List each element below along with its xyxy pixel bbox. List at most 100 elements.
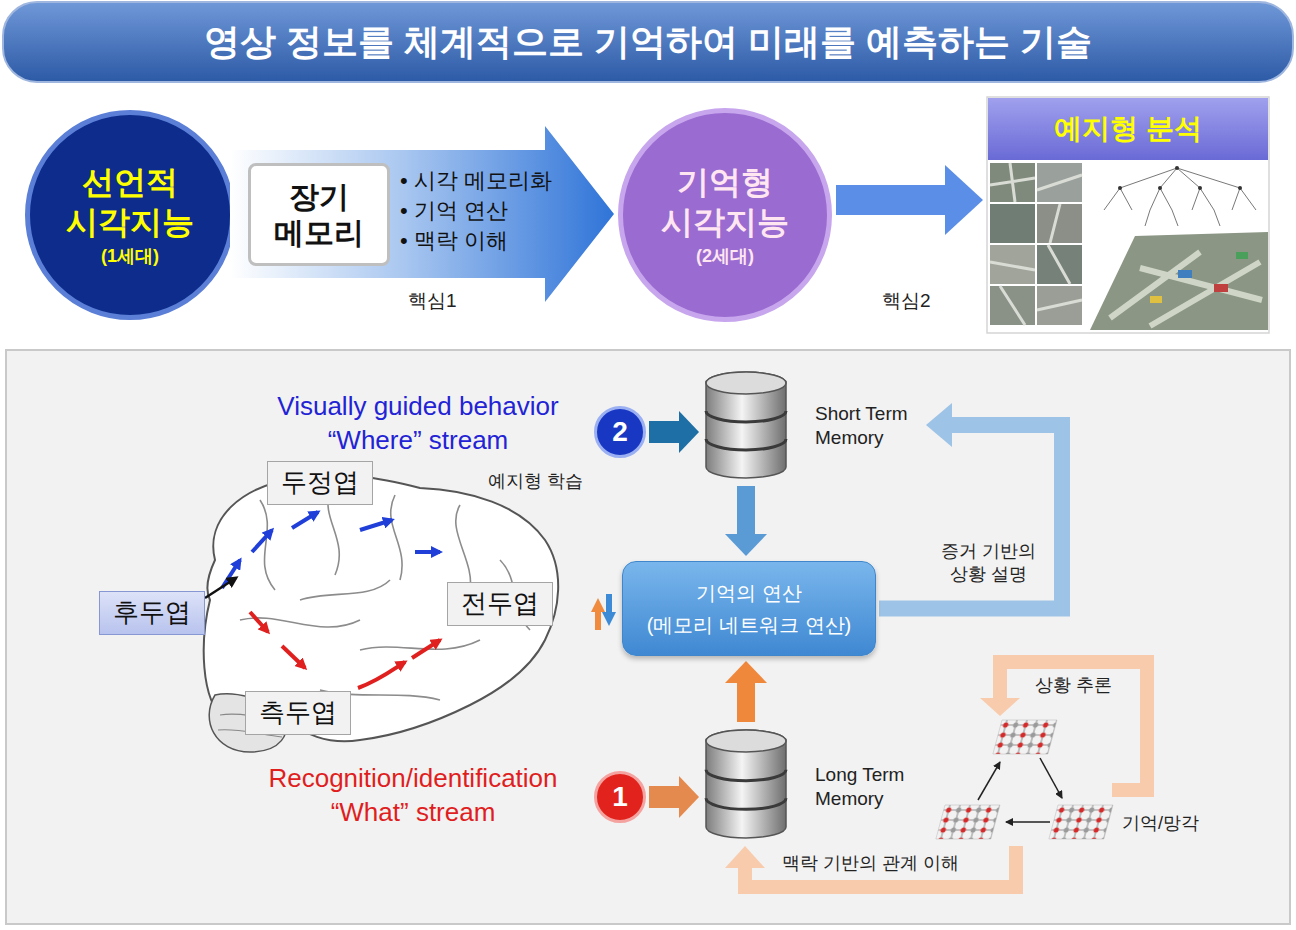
annotation-label: 예지형 학습 [488, 470, 583, 493]
node-text: 두정엽 [281, 467, 359, 498]
scene-tree [1175, 166, 1179, 170]
node-text: 전두엽 [461, 588, 539, 619]
memory-graphs [936, 805, 1000, 839]
circle-outline [621, 111, 830, 320]
connector-line [737, 486, 755, 535]
scene-tree [1088, 163, 1266, 233]
context-loop [725, 846, 765, 868]
reasoning-loop [980, 698, 1020, 716]
label-wrap: 기억/망각 [1122, 812, 1199, 835]
database-ring [706, 770, 786, 781]
annotation-label: Visually guided behavior “Where” stream [246, 390, 590, 458]
scene-map [1236, 252, 1248, 259]
label-wrap: Recognition/identification “What” stream [236, 762, 590, 830]
scene-map [1090, 232, 1268, 330]
process-box: 기억의 연산(메모리 네트워크 연산) [622, 561, 876, 656]
connector-arrow [649, 776, 699, 818]
where-stream-arrows [360, 520, 392, 530]
scene-tree [1104, 168, 1256, 226]
connector-line [737, 682, 755, 722]
database-ring [706, 439, 786, 450]
node-text: 2 [612, 418, 628, 446]
arrowhead [725, 661, 767, 683]
database-body [706, 372, 786, 478]
node-text: Short Term Memory [815, 402, 922, 450]
edge-label-wrap: 증거 기반의 상황 설명 [926, 540, 1052, 587]
occipital-pointer [205, 578, 236, 598]
what-stream-arrows [412, 640, 440, 658]
what-stream-arrows [250, 612, 440, 688]
callout-number: 2 [594, 406, 646, 458]
memory-graphs [936, 720, 1113, 839]
database-ring [706, 798, 786, 809]
arrowhead [725, 534, 767, 556]
arrow-outline [230, 126, 614, 302]
circle-outline [596, 773, 645, 822]
arrowhead [679, 411, 699, 453]
scene-map [1178, 270, 1192, 278]
edge-label-wrap: 핵심2 [882, 289, 931, 314]
connector-arrow [836, 165, 983, 235]
core-arrow-band: • 시각 메모리화• 기억 연산• 맥락 이해장기 메모리 [230, 126, 614, 302]
scene-map [1090, 232, 1268, 330]
edge-label: 핵심2 [882, 289, 931, 314]
database-ring [706, 411, 786, 422]
context-loop [745, 846, 1016, 887]
database-icon [703, 728, 789, 840]
node-text: 1 [612, 783, 628, 811]
database-body [706, 730, 786, 838]
annotation-label: 맥락 기반의 관계 이해 [782, 852, 959, 875]
lobe-label-box: 전두엽 [447, 582, 553, 626]
where-stream-arrows [252, 530, 272, 552]
connector-line [649, 786, 680, 808]
node-text: (1세대) [101, 246, 159, 268]
memory-graphs [978, 762, 1000, 800]
brain-outline [204, 475, 558, 742]
where-stream-arrows [222, 512, 440, 588]
node-text: 장기 메모리 [264, 179, 374, 251]
node-text: 기억형 시각지능 [650, 162, 800, 242]
annotation-label: 상황 추론 [1035, 674, 1112, 697]
scene-tree [1088, 163, 1266, 233]
where-stream-arrows [415, 550, 440, 554]
reasoning-loop [1000, 662, 1147, 790]
database-top [706, 372, 786, 394]
context-loop [725, 846, 1016, 887]
title-band: 영상 정보를 체계적으로 기억하여 미래를 예측하는 기술 [0, 0, 1296, 84]
scene-map [1110, 252, 1262, 326]
reasoning-loop [980, 662, 1147, 790]
arrowhead [926, 403, 952, 447]
lobe-label-box: 측두엽 [245, 691, 351, 735]
memory-graphs [1049, 805, 1113, 839]
node-text: 측두엽 [259, 697, 337, 728]
connector-arrow [725, 486, 767, 556]
scene-map [1150, 296, 1162, 303]
what-stream-arrows [282, 646, 305, 668]
scene-tree [1198, 186, 1202, 190]
analysis-panel: 예지형 분석 [987, 97, 1269, 333]
label-wrap: 예지형 학습 [488, 470, 583, 493]
edge-label: 증거 기반의 상황 설명 [926, 540, 1052, 587]
exchange-arrows [598, 594, 609, 630]
scene-tree [1118, 186, 1122, 190]
label-wrap: 상황 추론 [1035, 674, 1112, 697]
annotation-label: 핵심1 [408, 289, 457, 314]
arrowhead [679, 776, 699, 818]
lobe-label-box: 두정엽 [267, 461, 373, 505]
where-stream-arrows [292, 512, 318, 528]
where-stream-arrows [222, 560, 240, 588]
connector-line [879, 425, 1062, 609]
traffic-photos [990, 204, 1035, 243]
database-top [706, 730, 786, 752]
exchange-arrows [595, 604, 601, 630]
node-text: Long Term Memory [815, 763, 922, 811]
memory-graphs [1040, 758, 1062, 798]
traffic-photos [990, 163, 1082, 325]
memory-database: Long Term Memory [703, 728, 922, 840]
annotation-label: 기억/망각 [1122, 812, 1199, 835]
label-wrap: Visually guided behavior “Where” stream [246, 390, 590, 458]
what-stream-arrows [358, 662, 405, 688]
node-text: 기억의 연산 [696, 577, 802, 609]
